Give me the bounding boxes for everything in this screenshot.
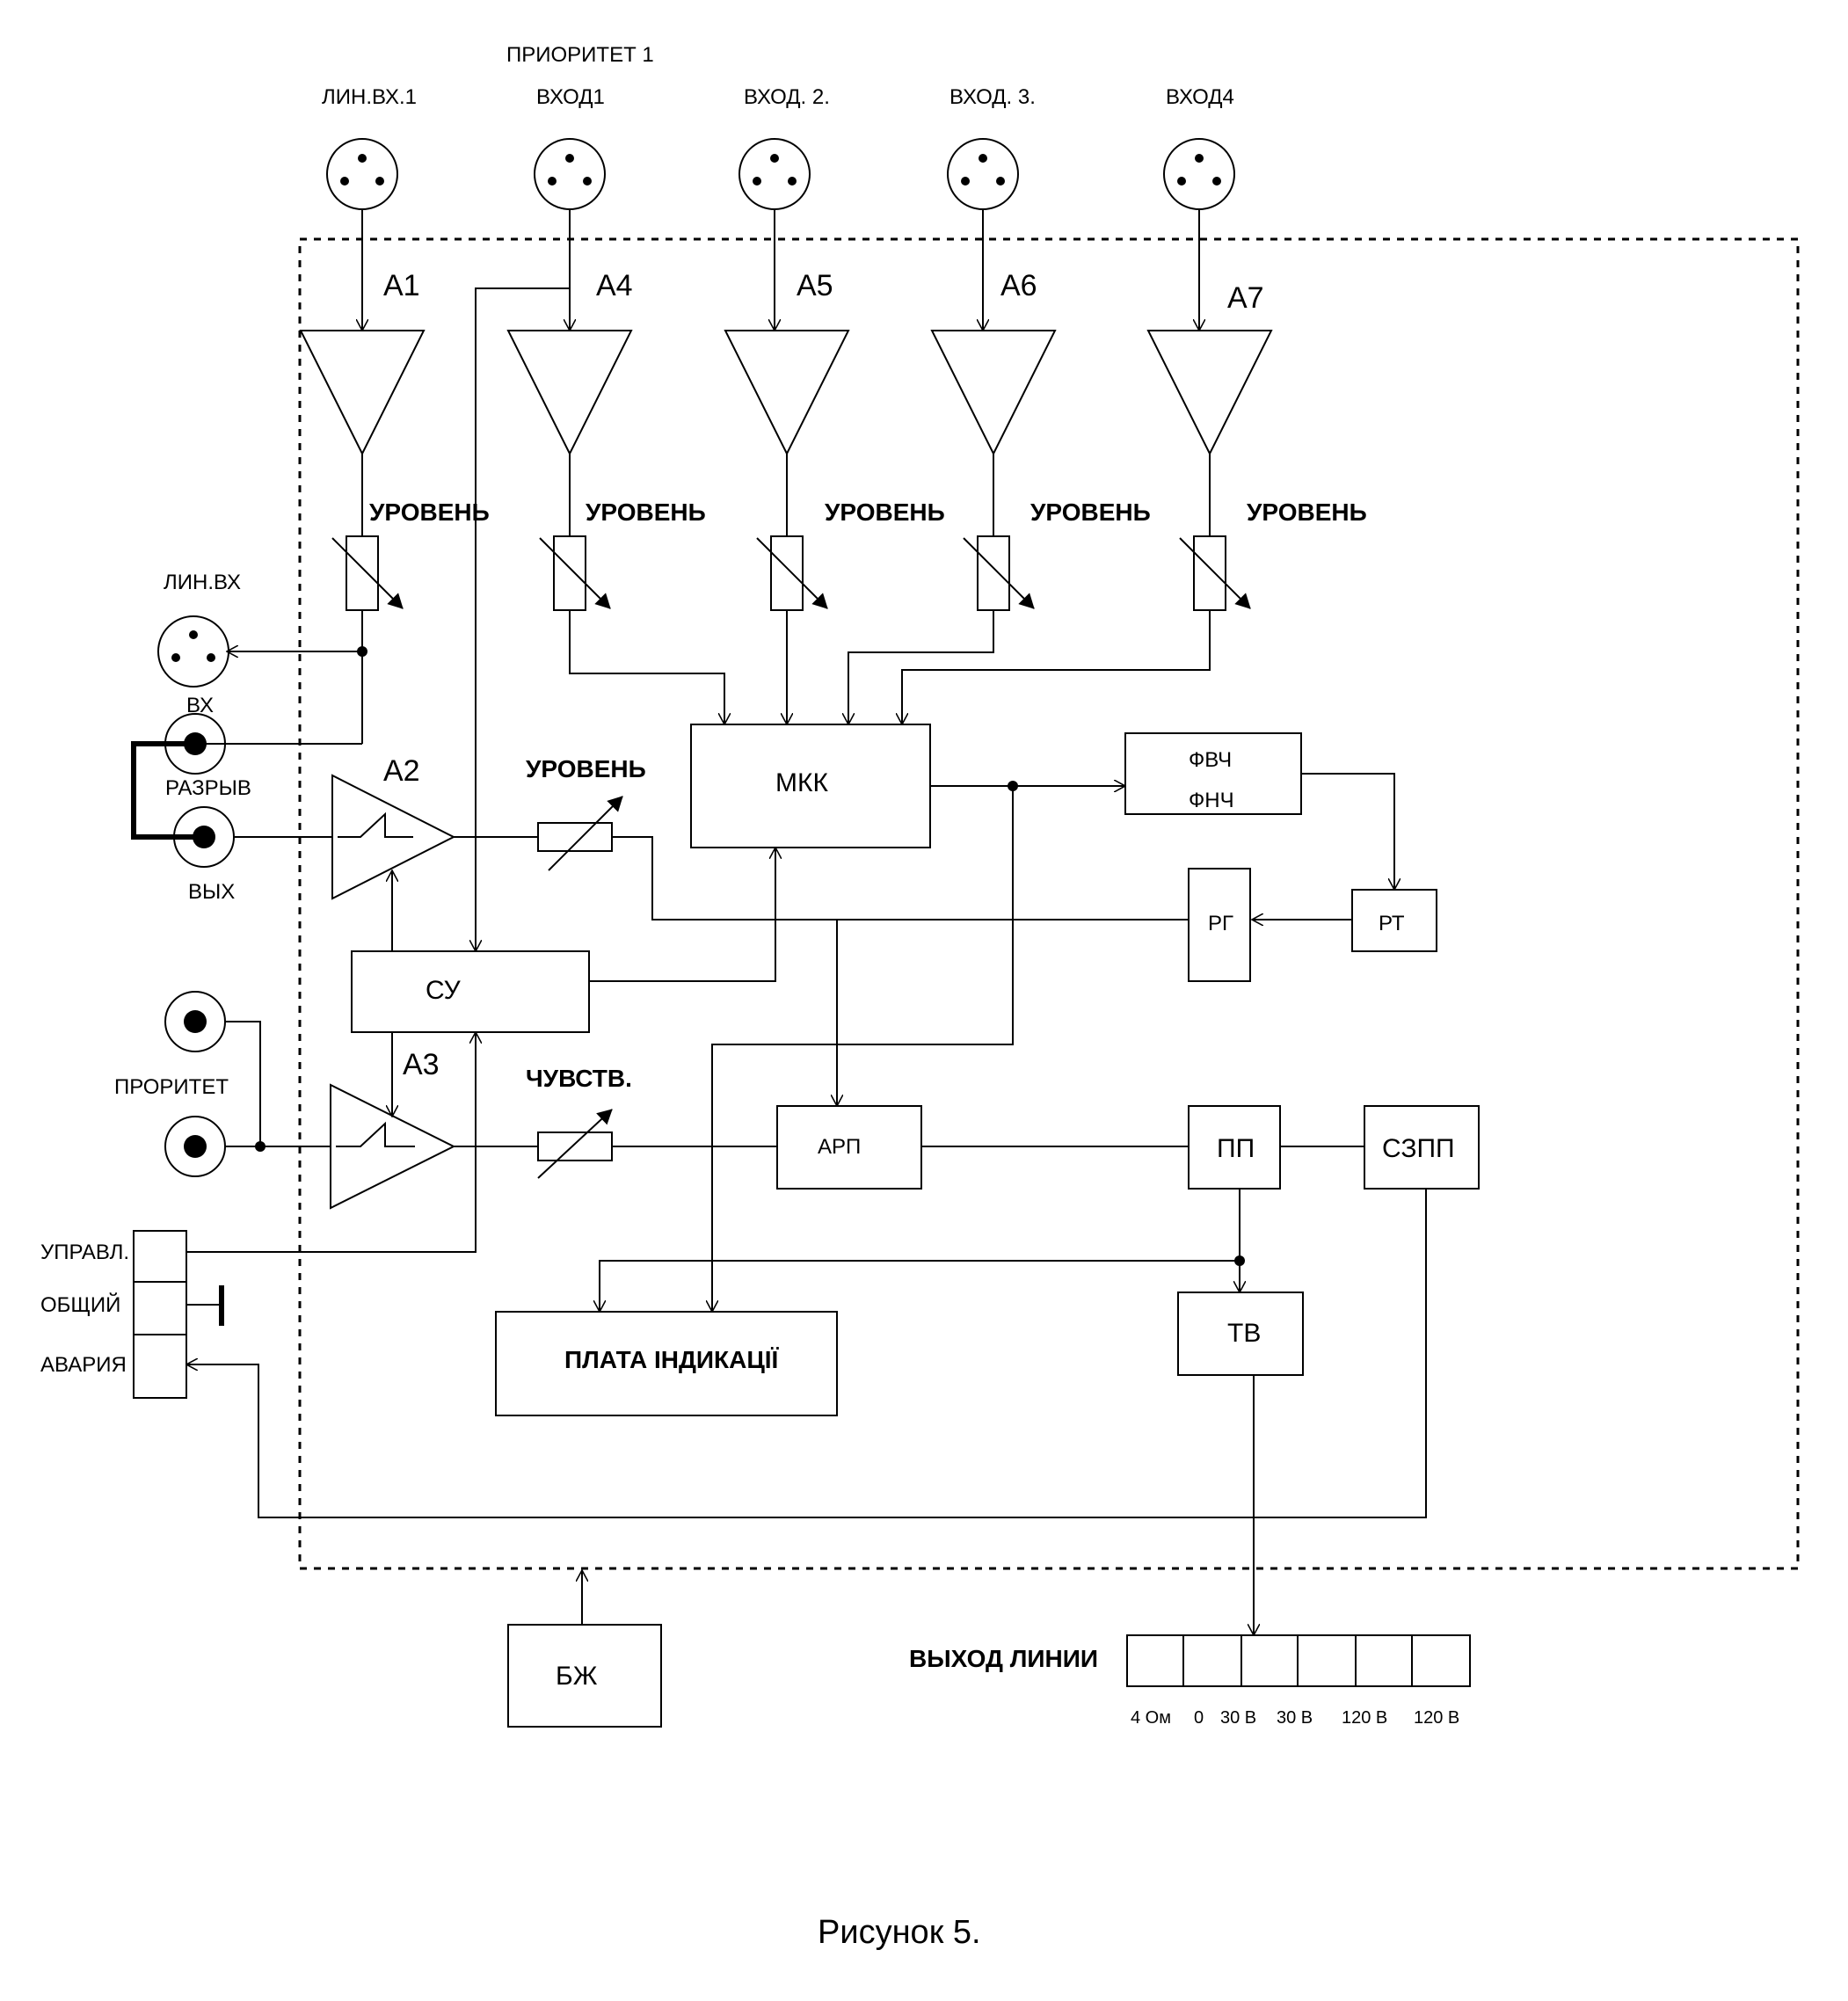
- label-alarm: АВАРИЯ: [40, 1353, 127, 1377]
- amplifier-a1: [299, 330, 426, 456]
- label-a7: А7: [1227, 281, 1264, 315]
- label-in: ВХ: [186, 694, 214, 717]
- label-line-output: ВЫХОД ЛИНИИ: [909, 1645, 1098, 1672]
- level-resistor-5: [1179, 535, 1251, 611]
- terminal-label: 120 В: [1414, 1708, 1459, 1728]
- terminal-label: 0: [1194, 1708, 1204, 1728]
- label-a1: А1: [383, 269, 420, 302]
- block-power-supply: [507, 1624, 662, 1728]
- label-sensitivity: ЧУВСТВ.: [526, 1065, 632, 1092]
- label-line-in: ЛИН.ВХ: [164, 571, 241, 594]
- label-mkk: МКК: [775, 768, 828, 797]
- line-output-terminal-block: [1126, 1634, 1471, 1687]
- xlr-connector-input-1: [534, 138, 606, 210]
- xlr-connector-input-4: [1163, 138, 1235, 210]
- amplifier-a7: [1146, 330, 1273, 456]
- label-input-2: ВХОД. 2.: [744, 85, 830, 109]
- label-power-supply: БЖ: [556, 1662, 598, 1691]
- label-pp: ПП: [1217, 1134, 1255, 1163]
- break-jumper: [131, 741, 204, 840]
- label-indication-board: ПЛАТА ІНДИКАЦІЇ: [564, 1346, 780, 1373]
- block-indication-board: [495, 1311, 838, 1416]
- control-terminal-block: [133, 1230, 187, 1399]
- xlr-connector-input-2: [738, 138, 811, 210]
- xlr-connector-input-3: [947, 138, 1019, 210]
- terminal-label: 30 В: [1277, 1708, 1313, 1728]
- jack-priority-bottom: [164, 1116, 226, 1177]
- label-break: РАЗРЫВ: [165, 776, 251, 800]
- xlr-connector-line-in-1: [326, 138, 398, 210]
- label-tv: ТВ: [1227, 1319, 1261, 1348]
- amplifier-a6: [930, 330, 1057, 456]
- label-szpp: СЗПП: [1382, 1134, 1455, 1163]
- label-a2: А2: [383, 754, 420, 788]
- block-tv: [1177, 1292, 1304, 1376]
- level-resistor-2: [539, 535, 611, 611]
- label-priority: ПРОРИТЕТ: [114, 1075, 229, 1099]
- amplifier-a5: [724, 330, 850, 456]
- label-a5: А5: [797, 269, 833, 302]
- level-resistor-4: [963, 535, 1035, 611]
- label-level-1: УРОВЕНЬ: [369, 498, 490, 526]
- ground-icon: [186, 1285, 224, 1326]
- label-hpf: ФВЧ: [1189, 748, 1232, 772]
- label-arp: АРП: [818, 1135, 861, 1159]
- block-szpp: [1364, 1105, 1480, 1190]
- label-a4: А4: [596, 269, 633, 302]
- amplifier-a3: [330, 1083, 456, 1210]
- amplifier-a4: [506, 330, 633, 456]
- label-control: УПРАВЛ.: [40, 1241, 129, 1264]
- level-resistor-a2: [537, 796, 623, 871]
- label-level-4: УРОВЕНЬ: [1030, 498, 1151, 526]
- label-level-2: УРОВЕНЬ: [586, 498, 706, 526]
- label-input-1: ВХОД1: [536, 85, 605, 109]
- label-level-5: УРОВЕНЬ: [1247, 498, 1367, 526]
- label-priority-1: ПРИОРИТЕТ 1: [506, 43, 654, 67]
- label-common: ОБЩИЙ: [40, 1292, 120, 1317]
- sensitivity-resistor: [537, 1109, 613, 1179]
- figure-caption: Рисунок 5.: [818, 1914, 981, 1951]
- device-enclosure: [298, 237, 1800, 1570]
- label-input-4: ВХОД4: [1166, 85, 1234, 109]
- block-rg: [1188, 868, 1251, 982]
- label-out: ВЫХ: [188, 880, 235, 904]
- level-resistor-3: [756, 535, 828, 611]
- label-level-3: УРОВЕНЬ: [825, 498, 945, 526]
- terminal-label: 30 В: [1220, 1708, 1256, 1728]
- label-input-3: ВХОД. 3.: [949, 85, 1036, 109]
- block-su: [351, 950, 590, 1033]
- terminal-label: 120 В: [1342, 1708, 1387, 1728]
- label-rt: РТ: [1379, 912, 1405, 935]
- label-line-in-1: ЛИН.ВХ.1: [322, 85, 417, 109]
- label-level-a2: УРОВЕНЬ: [526, 755, 646, 782]
- label-lpf: ФНЧ: [1189, 789, 1234, 812]
- amplifier-a2: [331, 774, 456, 900]
- xlr-connector-line-in: [157, 615, 229, 688]
- terminal-label: 4 Ом: [1131, 1708, 1171, 1728]
- label-a3: А3: [403, 1048, 440, 1081]
- level-resistor-1: [331, 535, 404, 611]
- label-rg: РГ: [1208, 912, 1233, 935]
- jack-priority-top: [164, 991, 226, 1052]
- label-su: СУ: [426, 976, 462, 1005]
- label-a6: А6: [1000, 269, 1037, 302]
